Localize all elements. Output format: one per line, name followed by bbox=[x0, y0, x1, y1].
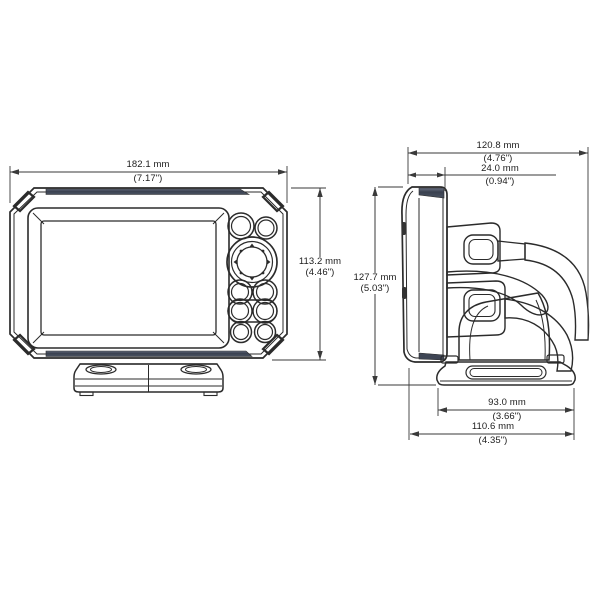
button bbox=[229, 320, 253, 344]
dim-label-front-width-imperial: (7.17") bbox=[133, 173, 163, 184]
dim-label-base-depth-imperial: (4.35") bbox=[478, 435, 508, 446]
front-screen bbox=[27, 207, 230, 349]
dim-label-display-depth-metric: 24.0 mm bbox=[481, 163, 519, 174]
dim-label-front-height-metric: 113.2 mm bbox=[298, 256, 342, 267]
dim-label-base-depth-metric: 110.6 mm bbox=[471, 421, 515, 432]
side-view-drawing bbox=[401, 186, 590, 386]
dim-label-front-height: 113.2 mm (4.46") bbox=[296, 256, 344, 279]
dpad-down-arrow-icon bbox=[249, 276, 255, 281]
dim-label-overall-depth-imperial: (4.76") bbox=[483, 153, 513, 164]
front-view-drawing bbox=[9, 187, 288, 397]
corner-pad bbox=[261, 190, 285, 213]
side-device-body bbox=[401, 186, 448, 363]
corner-pad bbox=[12, 333, 36, 356]
button bbox=[227, 279, 253, 305]
dim-label-display-depth-imperial: (0.94") bbox=[485, 176, 515, 187]
dim-label-bracket-width-metric: 93.0 mm bbox=[488, 397, 526, 408]
side-button-profile bbox=[401, 222, 406, 235]
side-stand-column bbox=[458, 292, 551, 361]
front-keypad bbox=[226, 212, 278, 344]
side-upper-connector bbox=[446, 222, 590, 341]
dim-label-front-width-metric: 182.1 mm bbox=[126, 159, 170, 170]
bottom-accent-strip bbox=[45, 350, 253, 357]
dim-label-bracket-width-imperial: (3.66") bbox=[492, 411, 522, 422]
dpad-up-arrow-icon bbox=[249, 243, 255, 248]
side-lower-connector bbox=[446, 280, 574, 372]
corner-pad bbox=[12, 190, 36, 213]
side-top-accent bbox=[418, 187, 445, 199]
dim-label-front-height-imperial: (4.46") bbox=[305, 266, 335, 278]
side-bottom-accent bbox=[418, 352, 445, 361]
connector-plug bbox=[497, 240, 526, 262]
dim-label-side-height: 127.7 mm (5.03") bbox=[351, 272, 399, 295]
side-cable-bottom bbox=[504, 298, 574, 372]
front-dpad bbox=[226, 236, 278, 288]
dim-label-overall-depth-metric: 120.8 mm bbox=[476, 140, 520, 151]
button bbox=[254, 216, 278, 240]
dpad-left-arrow-icon bbox=[233, 259, 238, 265]
front-mount-bracket bbox=[73, 363, 224, 397]
top-accent-strip bbox=[45, 188, 251, 195]
button bbox=[253, 320, 277, 344]
dpad-right-arrow-icon bbox=[266, 259, 271, 265]
corner-pad bbox=[261, 333, 285, 356]
dim-label-side-height-imperial: (5.03") bbox=[360, 282, 390, 294]
button bbox=[252, 279, 278, 305]
side-button-profile bbox=[402, 287, 407, 299]
front-device-body bbox=[9, 187, 288, 359]
dim-label-side-height-metric: 127.7 mm bbox=[353, 272, 397, 283]
side-cable-top bbox=[524, 242, 590, 341]
side-mount-base bbox=[436, 354, 576, 386]
